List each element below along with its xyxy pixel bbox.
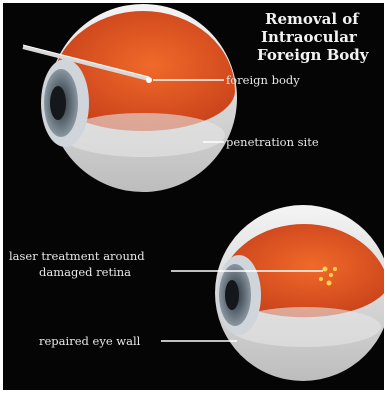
- title-line-2: Intraocular: [261, 28, 357, 46]
- foreign-body-marker: [146, 77, 152, 83]
- eye-after-repair: [215, 205, 384, 381]
- label-foreign-body: foreign body: [226, 73, 300, 87]
- label-laser-treatment-line-2: damaged retina: [39, 265, 131, 279]
- title-line-1: Removal of: [265, 10, 359, 28]
- label-repaired-eye-wall: repaired eye wall: [39, 334, 140, 348]
- title-line-3: Foreign Body: [257, 46, 368, 64]
- diagram-panel: Removal of Intraocular Foreign Body fore…: [3, 3, 384, 390]
- eye-before-removal: [23, 4, 237, 192]
- label-penetration-site: penetration site: [226, 135, 319, 149]
- label-laser-treatment-line-1: laser treatment around: [9, 249, 145, 263]
